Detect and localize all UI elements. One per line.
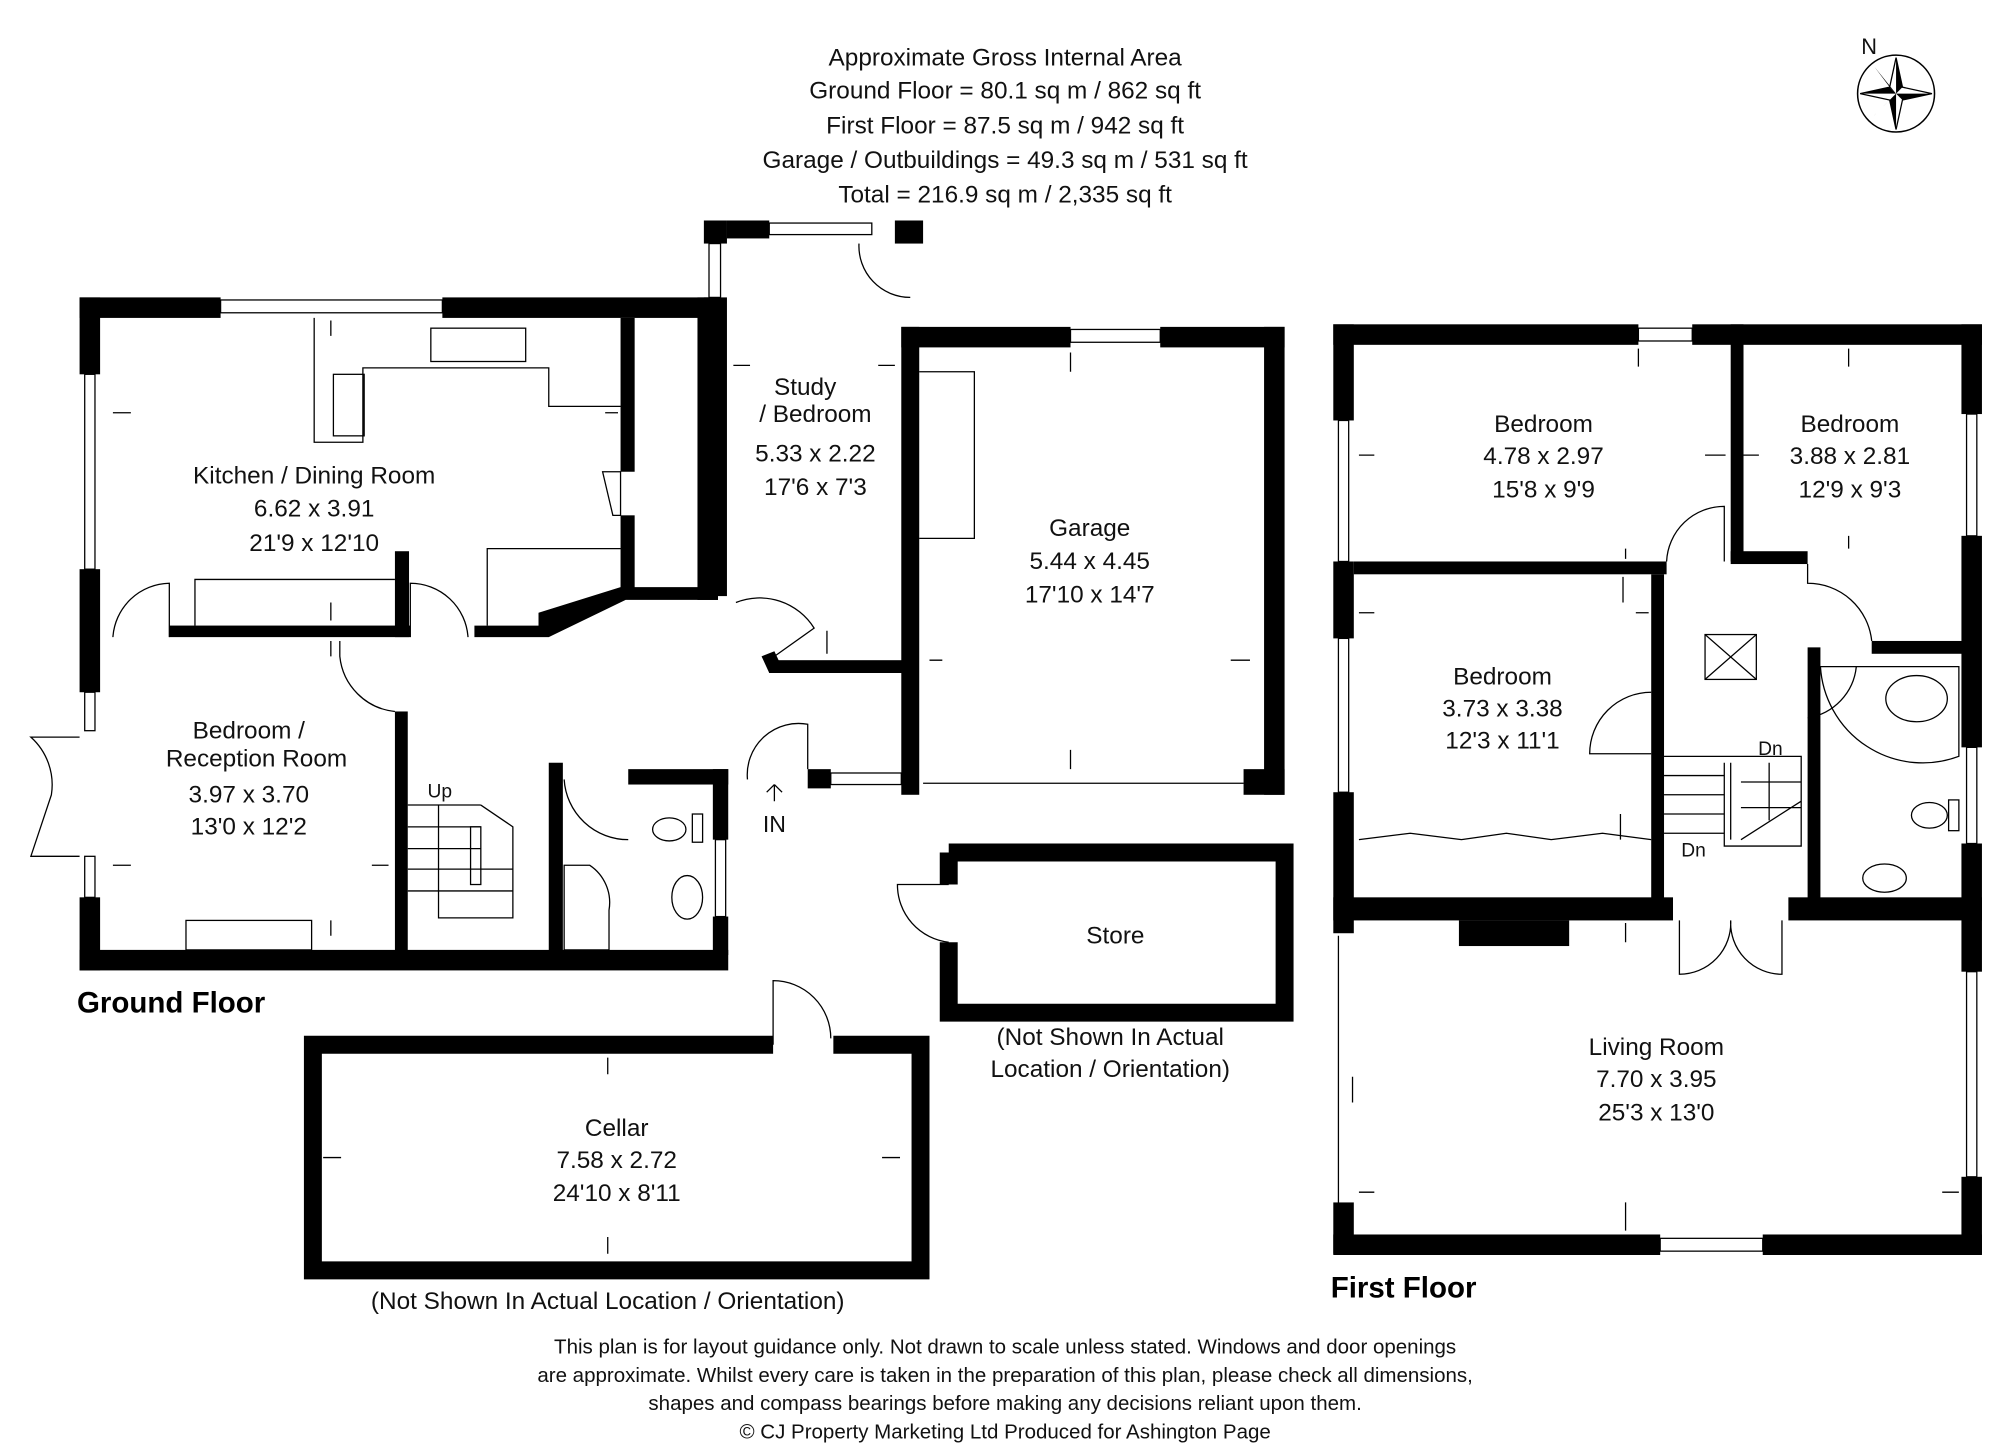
area-garage: Garage / Outbuildings = 49.3 sq m / 531 … [763, 147, 1248, 174]
room-bedroom-3-metric: 3.73 x 3.38 [1442, 696, 1562, 723]
room-bedroom-reception-name-2: Reception Room [166, 746, 347, 773]
room-bedroom-reception-metric: 3.97 x 3.70 [189, 781, 309, 808]
cellar-name: Cellar [585, 1115, 649, 1142]
room-bedroom-2-imperial: 12'9 x 9'3 [1799, 476, 1902, 503]
room-study-metric: 5.33 x 2.22 [755, 440, 875, 467]
room-bedroom-2-metric: 3.88 x 2.81 [1790, 443, 1910, 470]
compass-rose-icon: N [1856, 34, 1936, 133]
room-bedroom-reception-name-1: Bedroom / [193, 717, 306, 744]
disclaimer: This plan is for layout guidance only. N… [537, 1336, 1473, 1444]
room-bedroom-2-name: Bedroom [1801, 411, 1900, 438]
area-ground-floor: Ground Floor = 80.1 sq m / 862 sq ft [809, 78, 1201, 105]
cellar-outbuilding: Cellar 7.58 x 2.72 24'10 x 8'11 (Not Sho… [303, 980, 930, 1315]
disclaimer-line-3: shapes and compass bearings before makin… [648, 1392, 1361, 1415]
compass-north-label: N [1861, 34, 1877, 59]
room-kitchen-imperial: 21'9 x 12'10 [249, 530, 379, 557]
store-outbuilding: Store (Not Shown In Actual Location / Or… [896, 843, 1294, 1083]
stairs-down-label-2: Dn [1681, 840, 1706, 861]
room-bedroom-1-imperial: 15'8 x 9'9 [1492, 476, 1595, 503]
area-title: Approximate Gross Internal Area [829, 44, 1183, 71]
room-bedroom-3-name: Bedroom [1453, 664, 1552, 691]
room-bedroom-1-metric: 4.78 x 2.97 [1483, 443, 1603, 470]
room-garage-name: Garage [1049, 515, 1130, 542]
room-study-name-2: / Bedroom [759, 401, 871, 428]
room-bedroom-3-imperial: 12'3 x 11'1 [1445, 728, 1559, 755]
room-living-name: Living Room [1589, 1034, 1724, 1061]
disclaimer-line-1: This plan is for layout guidance only. N… [554, 1336, 1456, 1359]
staircase [407, 804, 514, 919]
room-garage-metric: 5.44 x 4.45 [1029, 548, 1149, 575]
stairs-down-label-1: Dn [1758, 739, 1783, 760]
room-bedroom-reception-imperial: 13'0 x 12'2 [191, 814, 307, 841]
first-floor-walls [1333, 324, 1982, 1255]
disclaimer-line-2: are approximate. Whilst every care is ta… [537, 1364, 1473, 1387]
area-first-floor: First Floor = 87.5 sq m / 942 sq ft [826, 112, 1184, 139]
room-kitchen-name: Kitchen / Dining Room [193, 462, 435, 489]
stairs-up-label: Up [428, 781, 453, 802]
cellar-metric: 7.58 x 2.72 [556, 1147, 676, 1174]
ground-floor-walls [29, 220, 1285, 971]
copyright-line: © CJ Property Marketing Ltd Produced for… [739, 1420, 1270, 1443]
room-living-imperial: 25'3 x 13'0 [1598, 1099, 1714, 1126]
cellar-imperial: 24'10 x 8'11 [553, 1180, 681, 1207]
room-study-imperial: 17'6 x 7'3 [764, 474, 867, 501]
room-bedroom-1-name: Bedroom [1494, 411, 1593, 438]
room-study-name-1: Study [774, 374, 837, 401]
room-garage-imperial: 17'10 x 14'7 [1025, 581, 1155, 608]
cellar-note: (Not Shown In Actual Location / Orientat… [371, 1288, 845, 1315]
room-living-metric: 7.70 x 3.95 [1596, 1066, 1716, 1093]
area-summary: Approximate Gross Internal Area Ground F… [763, 44, 1248, 208]
store-note-1: (Not Shown In Actual [997, 1024, 1224, 1051]
room-kitchen-metric: 6.62 x 3.91 [254, 496, 374, 523]
entrance-label: IN [763, 811, 786, 837]
area-total: Total = 216.9 sq m / 2,335 sq ft [838, 182, 1172, 209]
store-name: Store [1086, 922, 1144, 949]
ground-floor-title: Ground Floor [77, 987, 266, 1020]
first-floor-title: First Floor [1331, 1271, 1477, 1304]
store-note-2: Location / Orientation) [990, 1056, 1230, 1083]
